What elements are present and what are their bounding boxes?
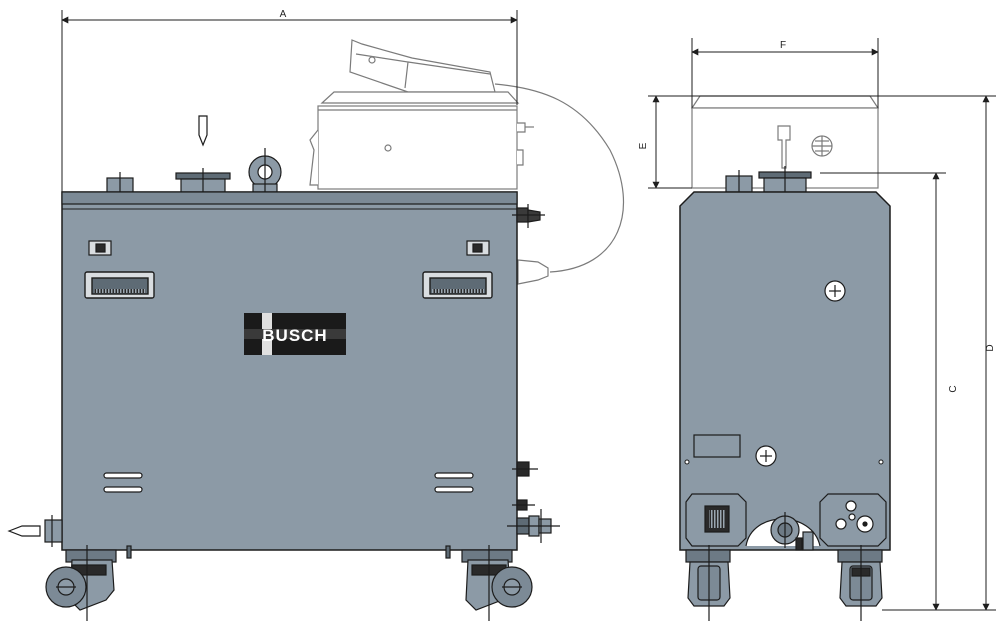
dimension-label-c: C xyxy=(948,385,959,392)
brand-logo: BUSCH xyxy=(244,313,346,355)
side-nameplate xyxy=(693,434,741,458)
body-switches xyxy=(88,240,490,256)
brand-logo-text: BUSCH xyxy=(262,326,327,345)
motor-housing xyxy=(309,39,534,190)
power-cable xyxy=(494,83,624,273)
side-view xyxy=(679,95,891,621)
body-vents xyxy=(103,472,474,493)
inlet-arrow-icon xyxy=(198,115,208,147)
pump-body xyxy=(61,191,518,551)
front-casters xyxy=(45,545,533,621)
front-view: BUSCH xyxy=(7,39,624,621)
dimension-label-a: A xyxy=(280,9,287,20)
dimension-lines: A F E C D xyxy=(61,9,996,611)
side-casters xyxy=(685,545,883,621)
side-top-fittings xyxy=(725,166,812,198)
cable-plug xyxy=(517,259,549,285)
exhaust-arrow-icon xyxy=(7,525,41,537)
side-bottom-panels xyxy=(685,493,887,551)
dimension-label-f: F xyxy=(780,40,786,51)
body-handles xyxy=(84,271,493,299)
dimension-label-d: D xyxy=(985,344,996,351)
exhaust-outlet xyxy=(7,515,63,547)
dimension-label-e: E xyxy=(638,142,649,149)
side-plugs xyxy=(755,280,846,467)
side-screws xyxy=(684,459,884,465)
side-fittings xyxy=(507,204,560,543)
